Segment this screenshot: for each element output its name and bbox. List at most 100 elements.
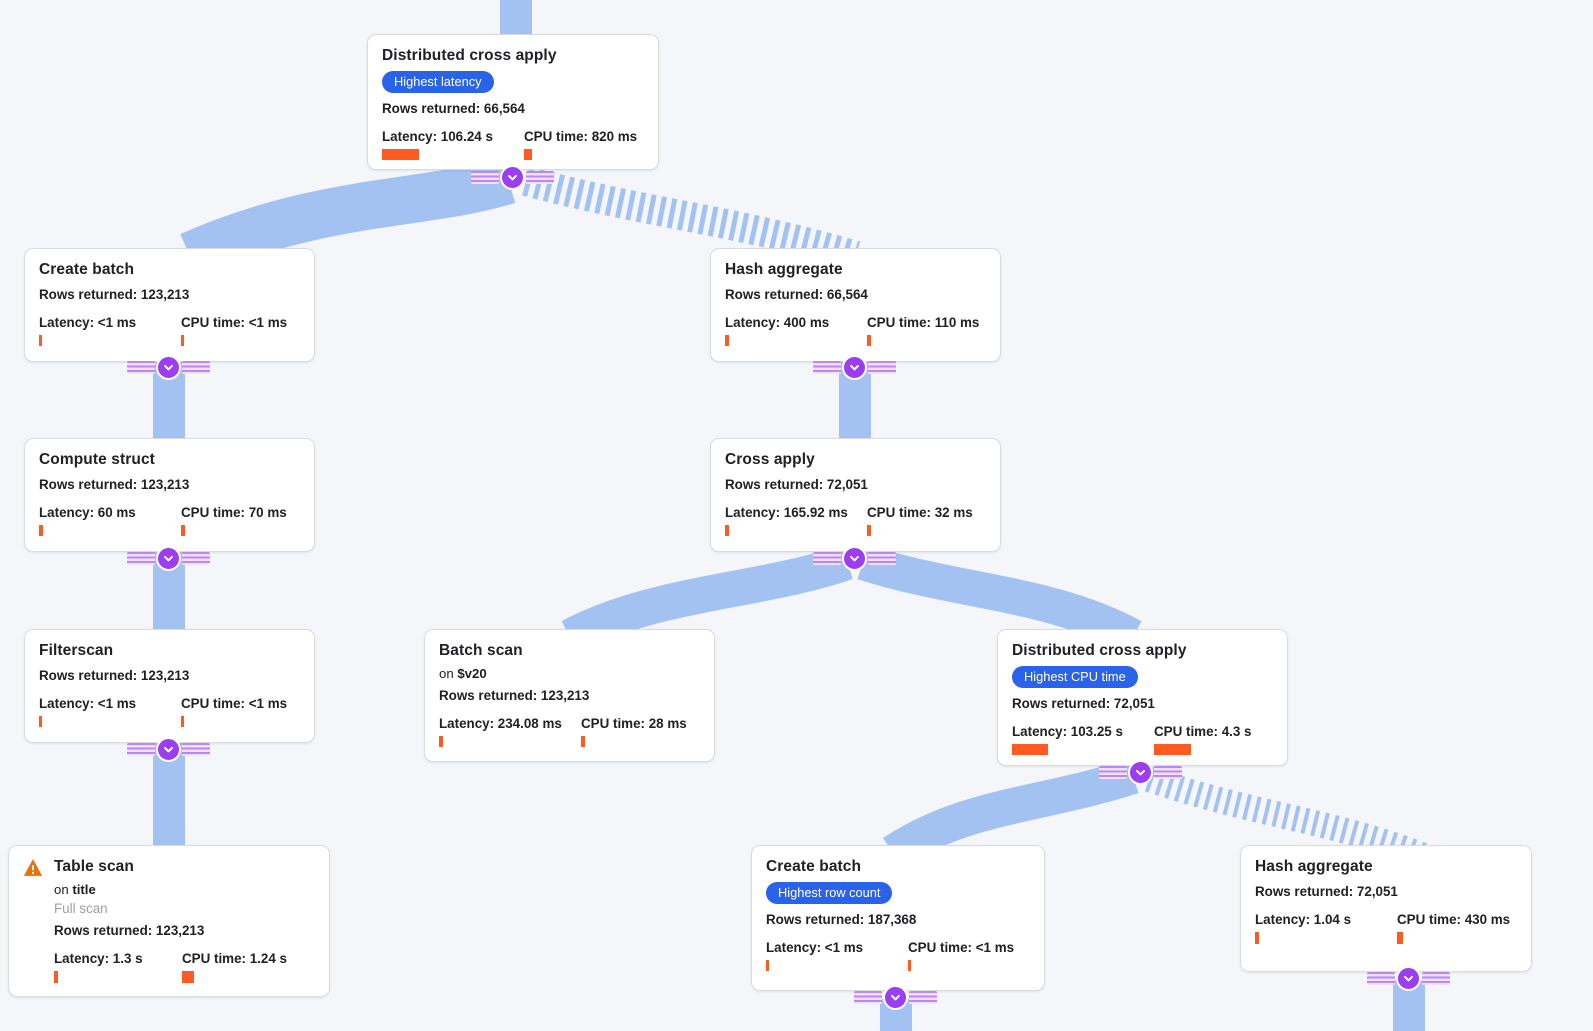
- latency-metric-bar: [39, 335, 42, 346]
- latency-metric-bar: [1012, 744, 1048, 755]
- cpu-time-metric-bar: [867, 335, 871, 346]
- cpu-time-metric: CPU time: 4.3 s: [1154, 724, 1252, 755]
- node-title: Hash aggregate: [725, 261, 843, 278]
- target-line: on title: [54, 882, 287, 897]
- cpu-time-metric: CPU time: 820 ms: [524, 129, 637, 160]
- expander-rail-right: [182, 361, 210, 374]
- chevron-down-circle-icon[interactable]: [1128, 760, 1153, 785]
- expander-distributed-cross-apply-2[interactable]: [1099, 760, 1182, 785]
- expander-rail-left: [1367, 972, 1395, 985]
- rows-returned: Rows returned: 66,564: [725, 287, 868, 302]
- cpu-time-metric-label: CPU time: 430 ms: [1397, 912, 1511, 927]
- cpu-time-metric: CPU time: <1 ms: [181, 315, 287, 346]
- node-title: Distributed cross apply: [1012, 642, 1187, 659]
- cpu-time-metric-label: CPU time: 4.3 s: [1154, 724, 1252, 739]
- latency-metric: Latency: 234.08 ms: [439, 716, 581, 747]
- expander-rail-left: [127, 743, 155, 756]
- cpu-time-metric-bar: [181, 716, 184, 727]
- cpu-time-metric-bar: [1154, 744, 1191, 755]
- latency-metric-label: Latency: 60 ms: [39, 505, 136, 520]
- expander-rail-right: [182, 552, 210, 565]
- cpu-time-metric: CPU time: 430 ms: [1397, 912, 1510, 944]
- latency-metric: Latency: <1 ms: [766, 940, 908, 971]
- cpu-time-metric-bar: [182, 971, 194, 983]
- target-prefix: on: [439, 666, 454, 681]
- metrics-row: Latency: <1 ms CPU time: <1 ms: [39, 315, 287, 346]
- expander-cross-apply[interactable]: [813, 546, 896, 571]
- latency-metric-label: Latency: 1.3 s: [54, 951, 143, 966]
- scan-note: Full scan: [54, 901, 108, 916]
- cpu-time-metric-label: CPU time: <1 ms: [181, 696, 288, 711]
- latency-metric: Latency: <1 ms: [39, 315, 181, 346]
- chevron-down-circle-icon[interactable]: [156, 546, 181, 571]
- latency-metric-bar: [54, 971, 58, 983]
- latency-metric-label: Latency: <1 ms: [39, 315, 137, 330]
- cpu-time-metric-label: CPU time: 28 ms: [581, 716, 687, 731]
- cpu-time-metric-label: CPU time: <1 ms: [181, 315, 288, 330]
- cpu-time-metric-label: CPU time: 820 ms: [524, 129, 638, 144]
- chevron-down-circle-icon[interactable]: [883, 985, 908, 1010]
- rows-returned: Rows returned: 72,051: [1255, 884, 1398, 899]
- cpu-time-metric-bar: [181, 335, 184, 346]
- badge-row: Highest CPU time: [1012, 661, 1252, 689]
- expander-compute-struct[interactable]: [127, 546, 210, 571]
- chevron-down-circle-icon[interactable]: [1396, 966, 1421, 991]
- highlight-badge: Highest CPU time: [1012, 666, 1138, 688]
- expander-rail-left: [127, 361, 155, 374]
- edge-dca2-to-hash-aggregate-2-hatched: [1144, 766, 1429, 869]
- latency-metric: Latency: 103.25 s: [1012, 724, 1154, 755]
- chevron-down-circle-icon[interactable]: [500, 165, 525, 190]
- chevron-down-circle-icon[interactable]: [842, 546, 867, 571]
- expander-create-batch-1[interactable]: [127, 355, 210, 380]
- node-title: Create batch: [766, 858, 862, 875]
- node-title: Hash aggregate: [1255, 858, 1373, 875]
- latency-metric: Latency: 400 ms: [725, 315, 867, 346]
- expander-rail-left: [1099, 766, 1127, 779]
- node-title: Compute struct: [39, 451, 155, 468]
- expander-distributed-cross-apply-1[interactable]: [471, 165, 554, 190]
- latency-metric: Latency: 165.92 ms: [725, 505, 867, 536]
- latency-metric-bar: [725, 525, 729, 536]
- expander-filterscan[interactable]: [127, 737, 210, 762]
- latency-metric-label: Latency: 1.04 s: [1255, 912, 1352, 927]
- node-title: Distributed cross apply: [382, 47, 557, 64]
- latency-metric-label: Latency: 165.92 ms: [725, 505, 848, 520]
- chevron-down-circle-icon[interactable]: [156, 355, 181, 380]
- metrics-row: Latency: 165.92 ms CPU time: 32 ms: [725, 505, 973, 536]
- cpu-time-metric-label: CPU time: 32 ms: [867, 505, 973, 520]
- cpu-time-metric: CPU time: 110 ms: [867, 315, 979, 346]
- expander-hash-aggregate-1[interactable]: [813, 355, 896, 380]
- chevron-down-circle-icon[interactable]: [156, 737, 181, 762]
- chevron-down-circle-icon[interactable]: [842, 355, 867, 380]
- expander-hash-aggregate-2[interactable]: [1367, 966, 1450, 991]
- expander-create-batch-2[interactable]: [854, 985, 937, 1010]
- latency-metric-bar: [725, 335, 729, 346]
- cpu-time-metric-bar: [181, 525, 185, 536]
- cpu-time-metric-bar: [867, 525, 871, 536]
